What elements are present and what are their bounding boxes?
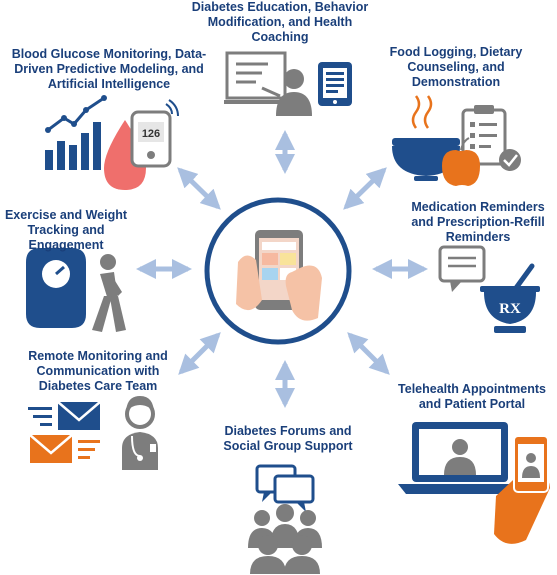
arrow-bottom-right <box>347 332 390 375</box>
label-education: Diabetes Education, Behavior Modificatio… <box>191 0 369 44</box>
envelope-orange-icon <box>29 434 100 463</box>
clinician-icon <box>122 396 158 470</box>
people-group-icon <box>248 504 322 574</box>
teacher-whiteboard-icon <box>224 51 312 116</box>
bar-chart-icon <box>45 95 107 170</box>
rx-symbol: RX <box>499 301 521 317</box>
walking-person-icon <box>92 254 126 332</box>
clipboard-checklist-icon <box>461 105 521 171</box>
label-exercise: Exercise and Weight Tracking and Engagem… <box>4 208 128 252</box>
tablet-icon <box>318 62 352 106</box>
envelope-blue-icon <box>28 401 101 430</box>
connector-arrows <box>136 130 428 408</box>
mortar-pestle-rx-icon <box>480 263 540 333</box>
label-glucose: Blood Glucose Monitoring, Data- Driven P… <box>11 47 207 91</box>
chat-bubble-icon <box>438 245 486 292</box>
label-food: Food Logging, Dietary Counseling, and De… <box>389 45 523 89</box>
label-remote: Remote Monitoring and Communication with… <box>28 349 168 393</box>
arrow-top-right <box>343 167 387 210</box>
meter-reading: 126 <box>142 128 160 140</box>
arrow-top-left <box>177 167 221 210</box>
chat-bubbles-icon <box>255 464 315 512</box>
label-telehealth: Telehealth Appointments and Patient Port… <box>398 382 546 411</box>
label-forums: Diabetes Forums and Social Group Support <box>223 424 353 453</box>
label-medication: Medication Reminders and Prescription-Re… <box>411 200 545 244</box>
center-phone-icon <box>204 197 352 345</box>
arrow-bottom-left <box>178 332 221 375</box>
weight-scale-icon <box>26 248 86 328</box>
laptop-doctor-icon <box>398 422 522 494</box>
glucose-meter-icon <box>130 99 179 168</box>
hand-phone-icon <box>494 435 550 544</box>
apple-icon <box>442 137 480 186</box>
